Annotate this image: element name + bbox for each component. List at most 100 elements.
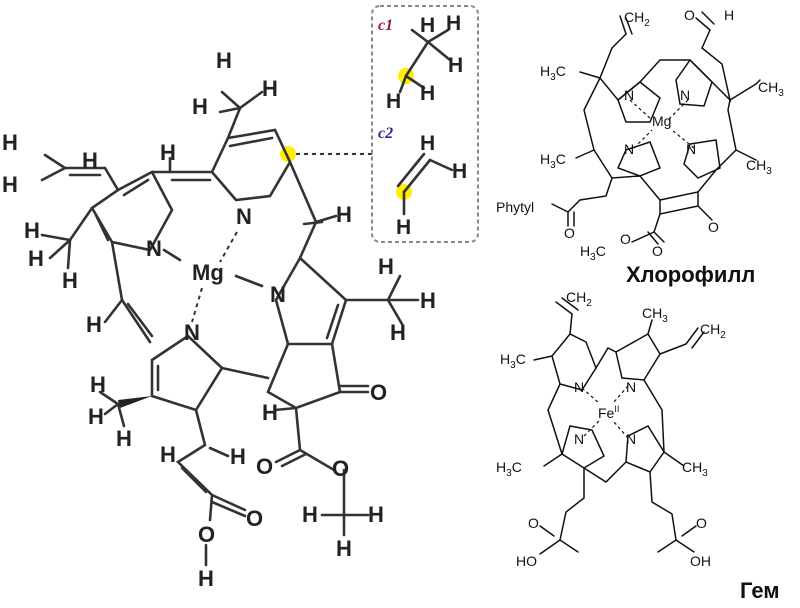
svg-text:H: H xyxy=(198,566,214,591)
svg-text:H: H xyxy=(160,442,176,467)
c1-tag: c1 xyxy=(378,17,393,34)
ch2-label-heme-right: CH2 xyxy=(700,321,726,341)
fe-label: FeII xyxy=(598,404,619,421)
h-label-aldehyde: H xyxy=(724,7,734,23)
o-label-aldehyde: O xyxy=(684,7,695,23)
ch2-label-heme-left: CH2 xyxy=(566,289,592,309)
o-atom-label-acid-oh: O xyxy=(198,522,215,547)
h3c-label-mid-left: H3C xyxy=(540,151,566,171)
n-label-chl-4: N xyxy=(686,141,696,157)
n-atom-label-a: N xyxy=(146,236,162,261)
chlorophyll-skeletal-structure: N N N N Mg CH2 O H CH3 H3C H3C CH3 Phyty… xyxy=(496,7,784,287)
svg-text:H: H xyxy=(446,12,461,35)
heme-skeletal-structure: N N N N FeII CH2 CH3 CH2 H3C H3C CH3 O H… xyxy=(496,289,780,603)
svg-text:H: H xyxy=(62,268,78,293)
svg-text:H: H xyxy=(2,172,18,197)
n-label-heme-3: N xyxy=(574,431,584,447)
svg-text:H: H xyxy=(216,48,232,73)
n-label-heme-4: N xyxy=(626,431,636,447)
svg-text:CH2: CH2 xyxy=(700,321,726,341)
svg-text:H: H xyxy=(420,82,435,105)
svg-text:H: H xyxy=(2,130,18,155)
svg-text:H: H xyxy=(160,140,176,165)
svg-text:CH3: CH3 xyxy=(758,79,784,99)
svg-text:H3C: H3C xyxy=(580,243,606,263)
svg-text:CH3: CH3 xyxy=(746,157,772,177)
hydrogen-labels: H H H H H H H H H H H H H H H H H H H H … xyxy=(2,48,436,591)
h3c-label-heme-low: H3C xyxy=(496,459,522,479)
n-atom-label-d: N xyxy=(184,320,200,345)
svg-text:H: H xyxy=(116,426,132,451)
h3c-label-top-left: H3C xyxy=(540,63,566,83)
o-atom-label-keto: O xyxy=(370,380,387,405)
svg-text:H: H xyxy=(88,404,104,429)
svg-text:H: H xyxy=(24,218,40,243)
svg-text:H: H xyxy=(302,502,318,527)
svg-text:H3C: H3C xyxy=(540,63,566,83)
chlorophyll-explicit-structure: Mg N N N N O O O O O H H H H H H H H H H… xyxy=(2,48,436,591)
ch3-label-ethyl: CH3 xyxy=(758,79,784,99)
o-label-methyl-ester: O xyxy=(652,243,663,259)
svg-text:H: H xyxy=(452,160,467,183)
chlorophyll-caption: Хлорофилл xyxy=(626,262,755,287)
svg-text:H: H xyxy=(378,254,394,279)
ring-d xyxy=(150,334,224,412)
n-atom-label-c: N xyxy=(270,282,286,307)
o-atom-label-ester: O xyxy=(332,456,349,481)
svg-text:H: H xyxy=(90,372,106,397)
svg-text:H: H xyxy=(192,94,208,119)
o-label-methoxy: O xyxy=(620,231,631,247)
svg-text:CH3: CH3 xyxy=(642,305,668,325)
o-label-keto-chl: O xyxy=(708,219,719,235)
phytyl-label: Phytyl xyxy=(496,199,534,215)
svg-text:H: H xyxy=(336,202,352,227)
o-label-heme-acid-left: O xyxy=(528,515,539,531)
svg-text:H: H xyxy=(390,320,406,345)
svg-text:H: H xyxy=(396,216,411,239)
n-label-chl-1: N xyxy=(624,87,634,103)
svg-text:H: H xyxy=(86,312,102,337)
inset-hydrogens: H H H H H H H H xyxy=(386,12,467,239)
svg-text:H: H xyxy=(420,132,435,155)
o-atom-label-ester-carbonyl: O xyxy=(256,454,273,479)
ho-label-heme-left: HO xyxy=(516,553,537,569)
h3co-label: H3C xyxy=(580,243,606,263)
inset-box: c1 c2 H H H H H H H H xyxy=(371,5,479,243)
svg-text:H3C: H3C xyxy=(496,459,522,479)
svg-text:H: H xyxy=(368,502,384,527)
n-label-chl-3: N xyxy=(624,141,634,157)
mg-label-chl: Mg xyxy=(652,113,671,129)
svg-text:H: H xyxy=(262,400,278,425)
svg-text:CH3: CH3 xyxy=(682,459,708,479)
svg-text:H: H xyxy=(82,148,98,173)
ring-b xyxy=(210,128,292,202)
svg-text:H: H xyxy=(420,14,435,37)
ch3-label-right: CH3 xyxy=(746,157,772,177)
n-atom-label-b: N xyxy=(236,204,252,229)
svg-text:H: H xyxy=(262,76,278,101)
svg-text:H: H xyxy=(230,444,246,469)
svg-text:CH2: CH2 xyxy=(566,289,592,309)
ring-c xyxy=(274,255,348,346)
o-label-phytyl-ester: O xyxy=(564,225,575,241)
n-label-heme-1: N xyxy=(574,379,584,395)
o-atom-label-acid-carbonyl: O xyxy=(246,506,263,531)
svg-text:H: H xyxy=(28,246,44,271)
n-label-heme-2: N xyxy=(626,379,636,395)
oh-label-heme-right: OH xyxy=(690,553,711,569)
svg-text:H3C: H3C xyxy=(500,351,526,371)
svg-text:H: H xyxy=(448,54,463,77)
svg-text:H3C: H3C xyxy=(540,151,566,171)
mg-atom-label: Mg xyxy=(192,260,224,285)
c2-tag: c2 xyxy=(378,125,393,142)
svg-text:CH2: CH2 xyxy=(624,9,650,29)
ch3-label-heme-top: CH3 xyxy=(642,305,668,325)
n-label-chl-2: N xyxy=(680,87,690,103)
svg-text:H: H xyxy=(420,288,436,313)
svg-text:H: H xyxy=(386,90,401,113)
o-label-heme-acid-right: O xyxy=(696,515,707,531)
svg-text:FeII: FeII xyxy=(598,404,619,421)
ch3-label-heme-right: CH3 xyxy=(682,459,708,479)
heme-caption: Гем xyxy=(740,578,780,603)
